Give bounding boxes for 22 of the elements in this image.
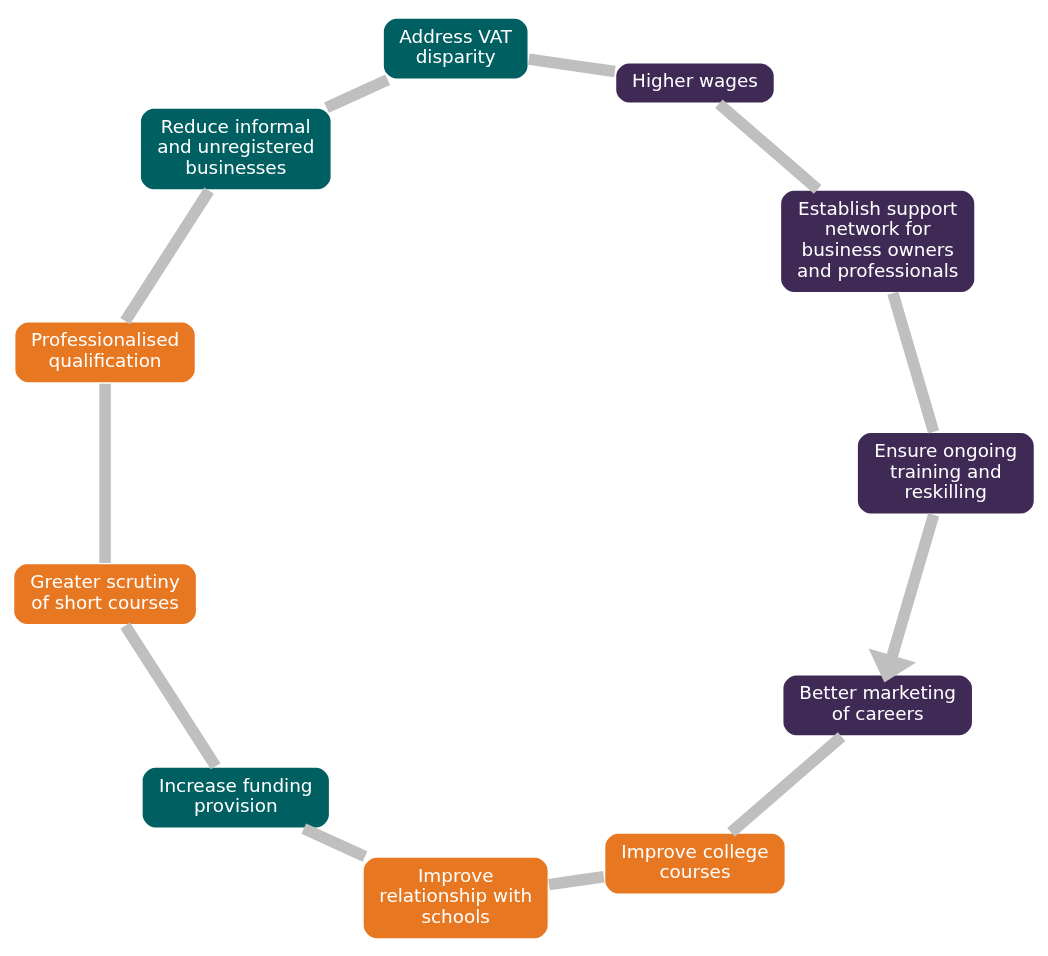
connector bbox=[301, 822, 368, 862]
arrow bbox=[868, 512, 940, 683]
node-box: Improve relationship with schools bbox=[361, 855, 550, 941]
connector bbox=[120, 621, 221, 769]
node-box: Better marketing of careers bbox=[781, 672, 975, 737]
node-box: Establish support network for business owners and professionals bbox=[778, 187, 977, 294]
connector bbox=[324, 73, 391, 113]
connector bbox=[887, 291, 940, 433]
node-box: Professionalised qualification bbox=[13, 319, 198, 385]
node-box: Greater scrutiny of short courses bbox=[11, 561, 199, 626]
connector bbox=[548, 870, 605, 890]
connector bbox=[527, 52, 616, 77]
node-box: Higher wages bbox=[613, 60, 776, 105]
connector bbox=[715, 98, 822, 194]
node-box: Increase funding provision bbox=[140, 764, 332, 830]
node-box: Ensure ongoing training and reskilling bbox=[855, 430, 1037, 516]
connector bbox=[99, 383, 111, 563]
node-box: Improve college courses bbox=[603, 830, 787, 896]
node-box: Reduce informal and unregistered businesses bbox=[138, 106, 333, 192]
node-box: Address VAT disparity bbox=[381, 15, 530, 81]
connector bbox=[727, 731, 846, 837]
connector bbox=[120, 187, 214, 324]
